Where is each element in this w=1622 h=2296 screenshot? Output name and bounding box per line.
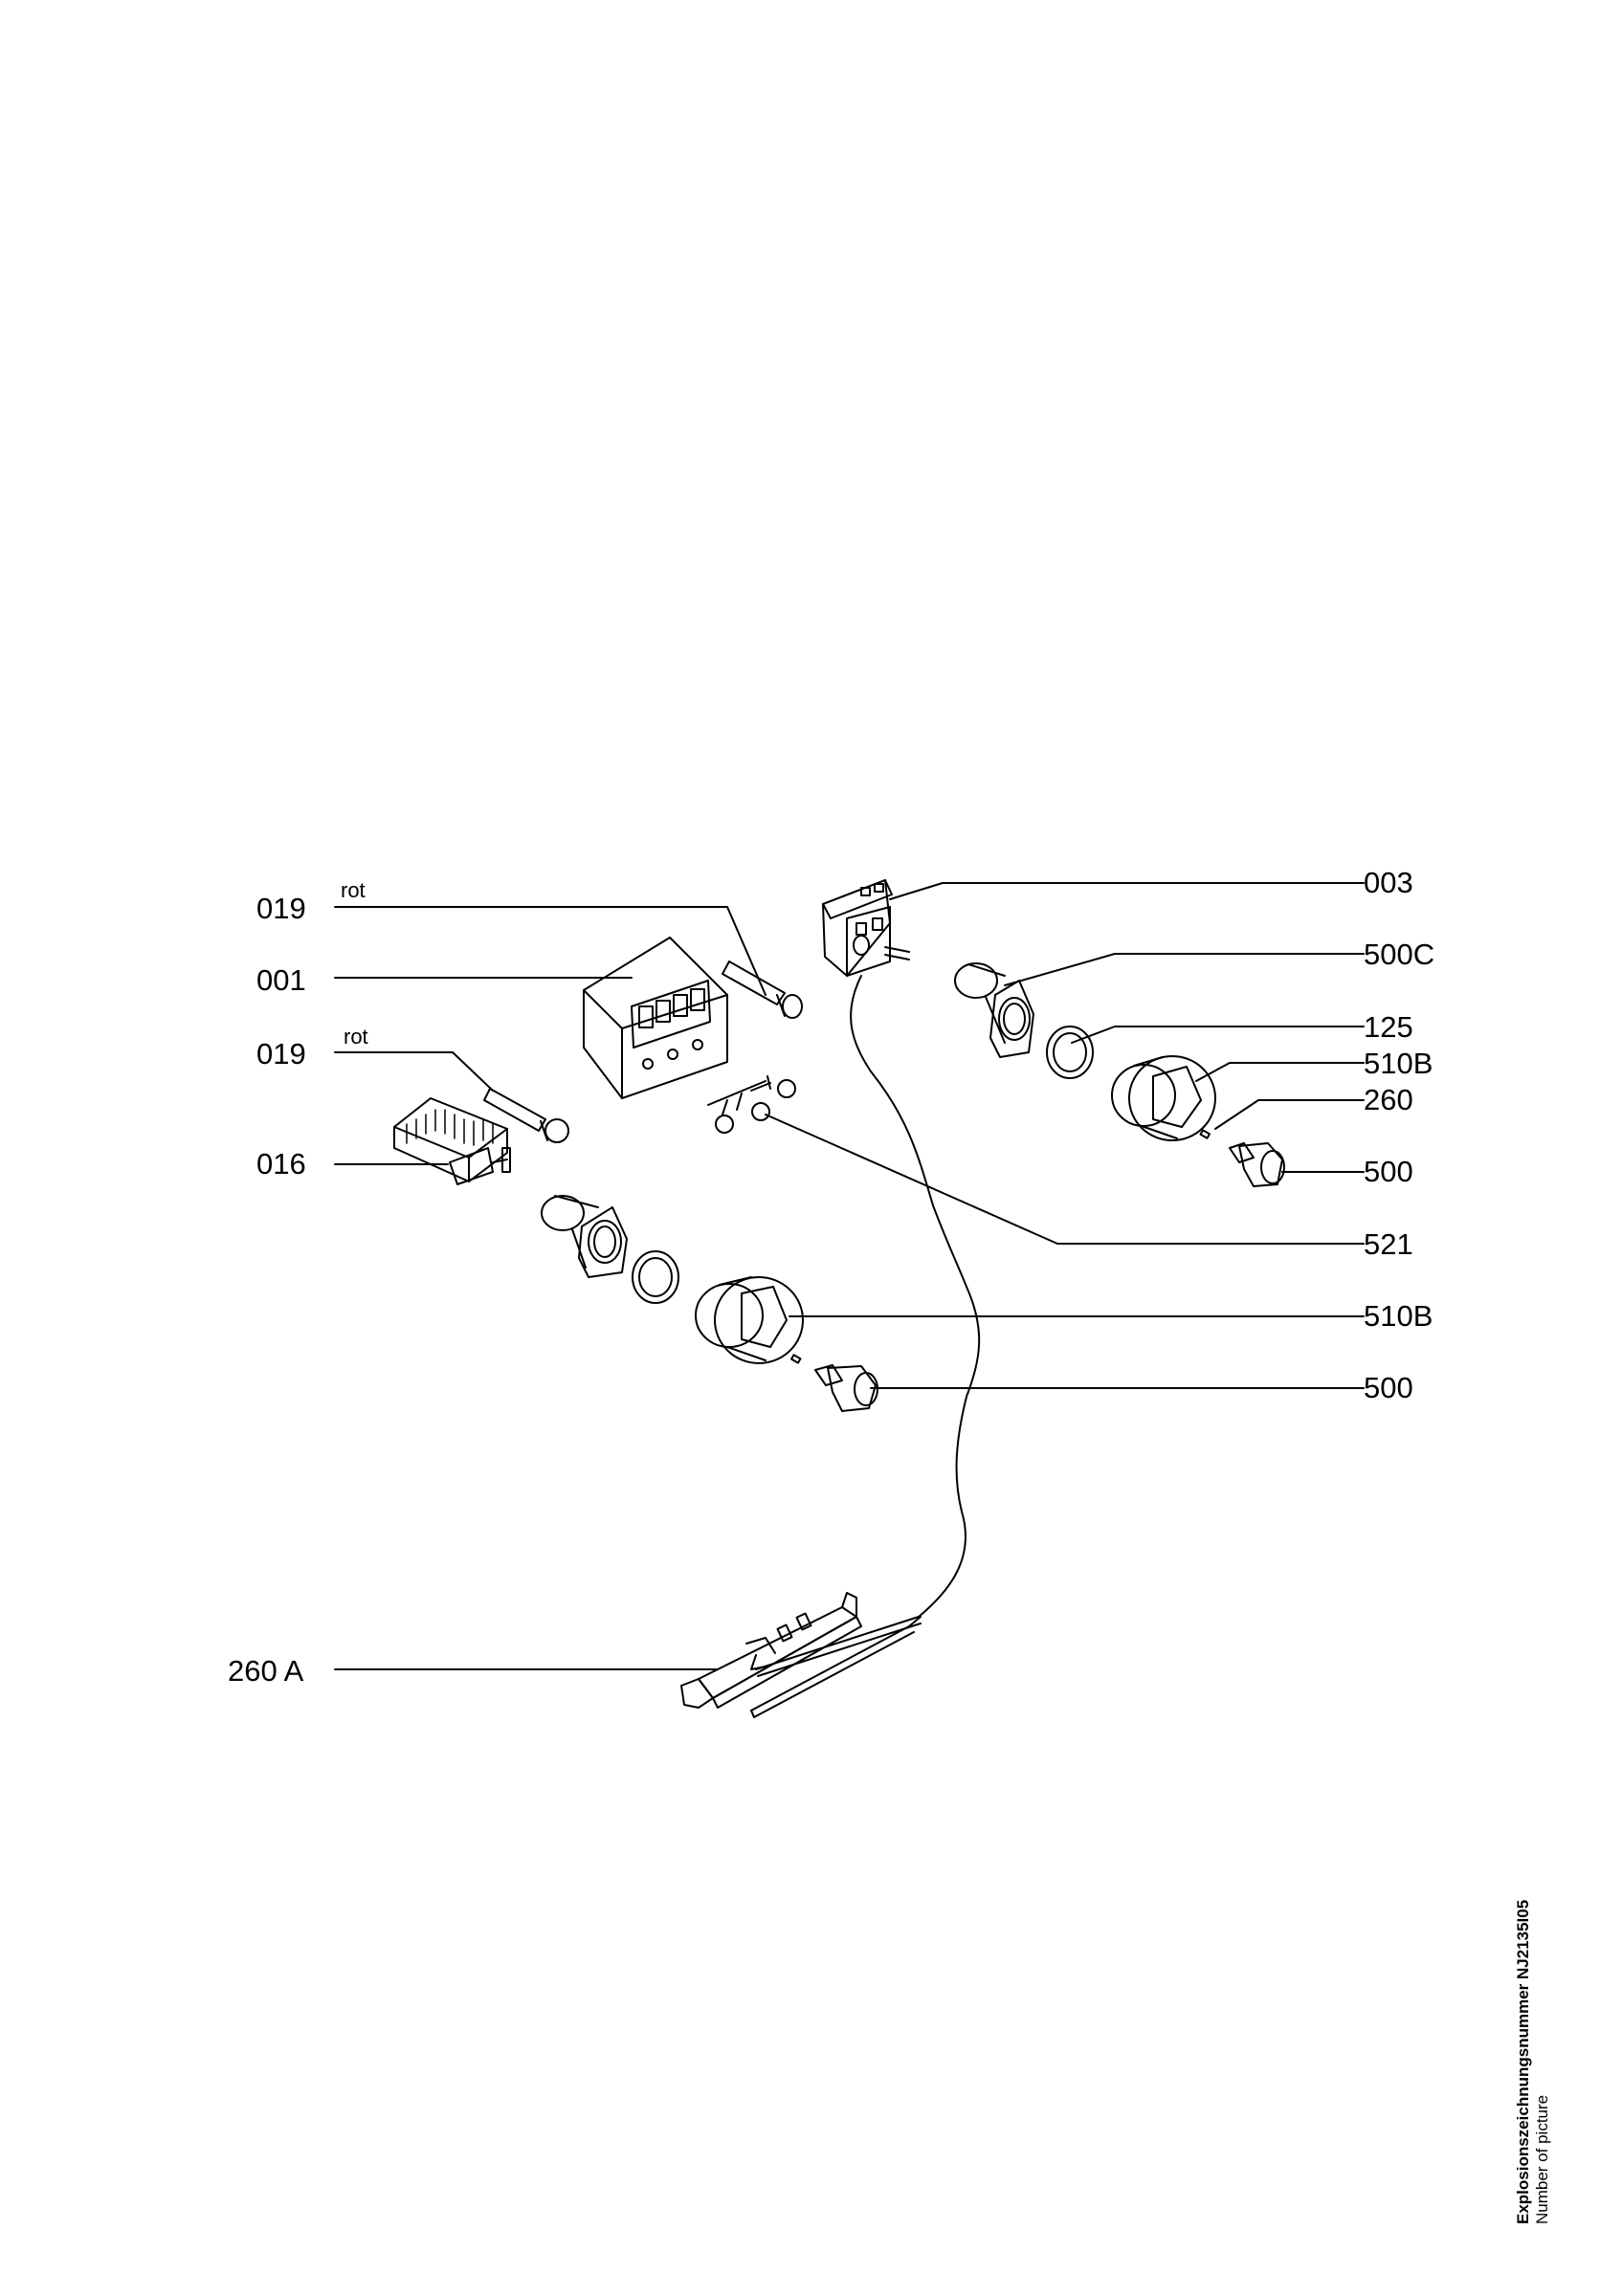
lamp-pins-521	[707, 1075, 796, 1134]
timer-module-001	[583, 937, 728, 1099]
selector-switch-016	[393, 1097, 511, 1185]
knob-510b-bottom	[695, 1276, 804, 1364]
drawing-number-subtitle: Number of picture	[1533, 2094, 1551, 2224]
knob-bushing-500c	[954, 962, 1034, 1058]
callout-note-rot-top: rot	[341, 878, 366, 902]
callout-500c: 500C	[1364, 938, 1435, 971]
callout-019-mid: 019	[256, 1037, 306, 1071]
callout-016: 016	[256, 1147, 306, 1181]
sealing-ring-left	[632, 1250, 679, 1304]
callout-500-bottom: 500	[1364, 1371, 1413, 1404]
capillary-tube	[850, 975, 981, 1618]
callout-003: 003	[1364, 866, 1413, 899]
callout-260: 260	[1364, 1083, 1413, 1116]
knob-bushing-500c-left	[541, 1195, 628, 1278]
callout-019-top: 019	[256, 892, 306, 925]
callout-521: 521	[1364, 1227, 1413, 1261]
drawing-number-title: Explosionszeichnungsnummer NJ2135I05	[1514, 1899, 1532, 2224]
callout-001: 001	[256, 963, 306, 997]
callout-510b-top: 510B	[1364, 1047, 1433, 1080]
leader-lines	[334, 882, 1365, 1670]
callout-260a: 260 A	[228, 1654, 304, 1688]
callout-note-rot-mid: rot	[344, 1025, 368, 1049]
thermostat-003	[822, 879, 910, 977]
knob-510b-top	[1111, 1055, 1216, 1141]
callout-125: 125	[1364, 1010, 1413, 1044]
indicator-lamp-019-top	[722, 960, 803, 1019]
callout-510b-bottom: 510B	[1364, 1299, 1433, 1333]
spring-clip-left	[790, 1354, 802, 1364]
sealing-ring-125	[1046, 1026, 1094, 1079]
indicator-lamp-019-mid	[483, 1088, 569, 1143]
spring-clip-260	[1199, 1129, 1211, 1139]
callout-500-top: 500	[1364, 1155, 1413, 1188]
probe-bracket-260a	[680, 1592, 922, 1718]
knob-500-top	[1229, 1142, 1285, 1187]
knob-500-bottom	[814, 1364, 878, 1412]
drawing-number-footer: Explosionszeichnungsnummer NJ2135I05 Num…	[1514, 1900, 1552, 2224]
